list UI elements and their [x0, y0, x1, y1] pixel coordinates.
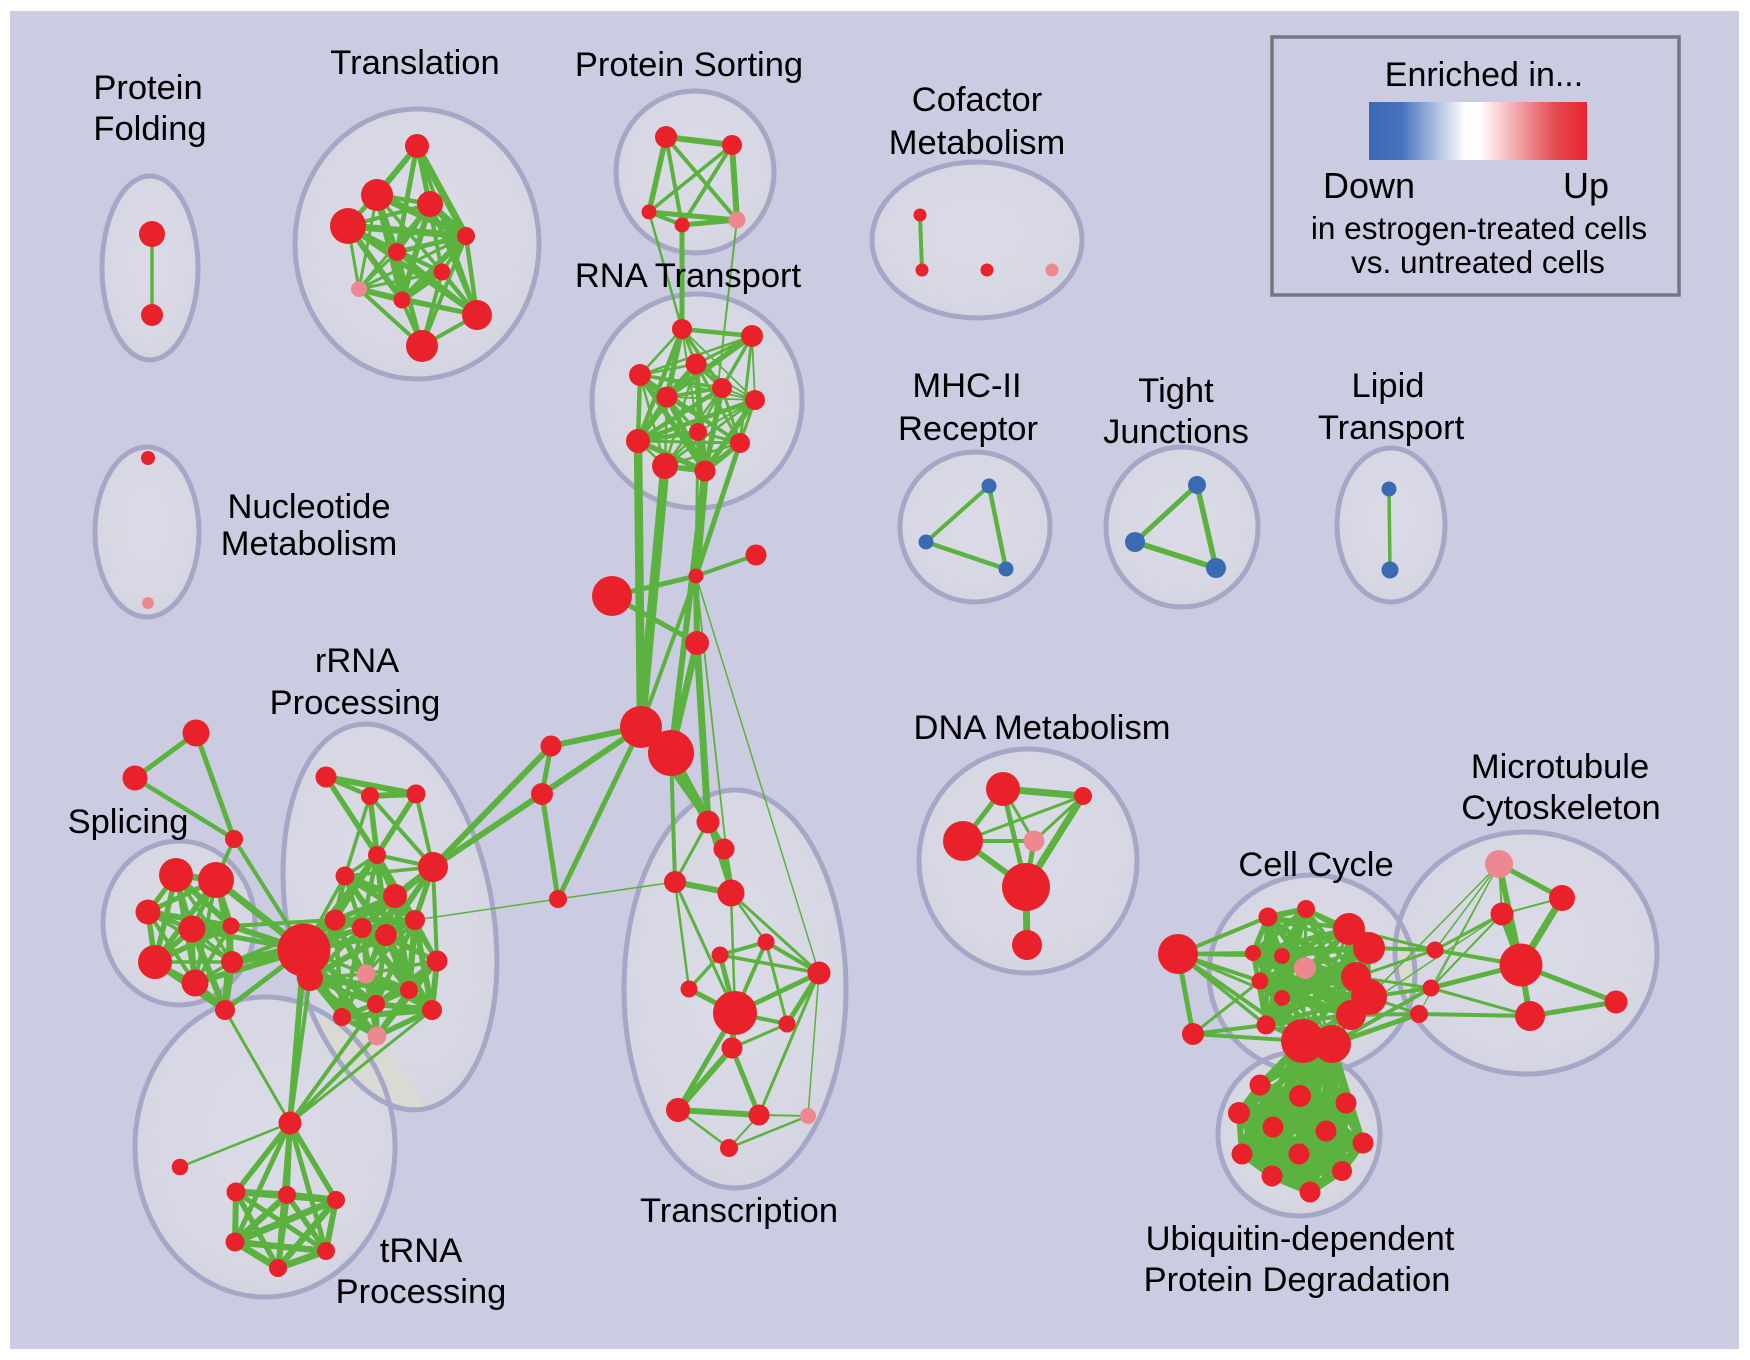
svg-text:Nucleotide: Nucleotide — [227, 488, 390, 526]
svg-text:Protein Degradation: Protein Degradation — [1144, 1261, 1451, 1299]
svg-text:Protein Sorting: Protein Sorting — [575, 46, 803, 84]
svg-text:Metabolism: Metabolism — [221, 525, 397, 563]
svg-text:MHC-II: MHC-II — [912, 367, 1021, 405]
svg-text:Up: Up — [1563, 165, 1609, 206]
svg-text:tRNA: tRNA — [380, 1232, 462, 1270]
svg-text:vs. untreated cells: vs. untreated cells — [1351, 244, 1605, 280]
svg-text:Folding: Folding — [93, 110, 206, 148]
svg-text:Protein: Protein — [93, 69, 202, 107]
svg-text:Enriched in...: Enriched in... — [1385, 56, 1583, 94]
svg-text:Down: Down — [1323, 165, 1415, 206]
svg-text:rRNA: rRNA — [315, 642, 399, 680]
svg-text:DNA Metabolism: DNA Metabolism — [914, 709, 1171, 747]
svg-text:Metabolism: Metabolism — [889, 124, 1065, 162]
svg-text:Ubiquitin-dependent: Ubiquitin-dependent — [1146, 1220, 1455, 1258]
svg-text:Transport: Transport — [1318, 409, 1465, 447]
svg-text:in estrogen-treated cells: in estrogen-treated cells — [1311, 210, 1647, 246]
svg-text:Tight: Tight — [1138, 372, 1214, 410]
svg-text:Junctions: Junctions — [1103, 413, 1249, 451]
svg-text:RNA Transport: RNA Transport — [575, 257, 802, 295]
svg-text:Cell Cycle: Cell Cycle — [1238, 846, 1393, 884]
svg-text:Cytoskeleton: Cytoskeleton — [1461, 789, 1660, 827]
svg-text:Lipid: Lipid — [1352, 367, 1425, 405]
svg-text:Microtubule: Microtubule — [1471, 748, 1649, 786]
svg-text:Receptor: Receptor — [898, 410, 1038, 448]
svg-text:Translation: Translation — [330, 44, 499, 82]
svg-text:Processing: Processing — [270, 684, 441, 722]
svg-text:Splicing: Splicing — [68, 803, 189, 841]
svg-text:Cofactor: Cofactor — [912, 81, 1042, 119]
svg-text:Processing: Processing — [336, 1273, 507, 1311]
svg-text:Transcription: Transcription — [640, 1192, 838, 1230]
